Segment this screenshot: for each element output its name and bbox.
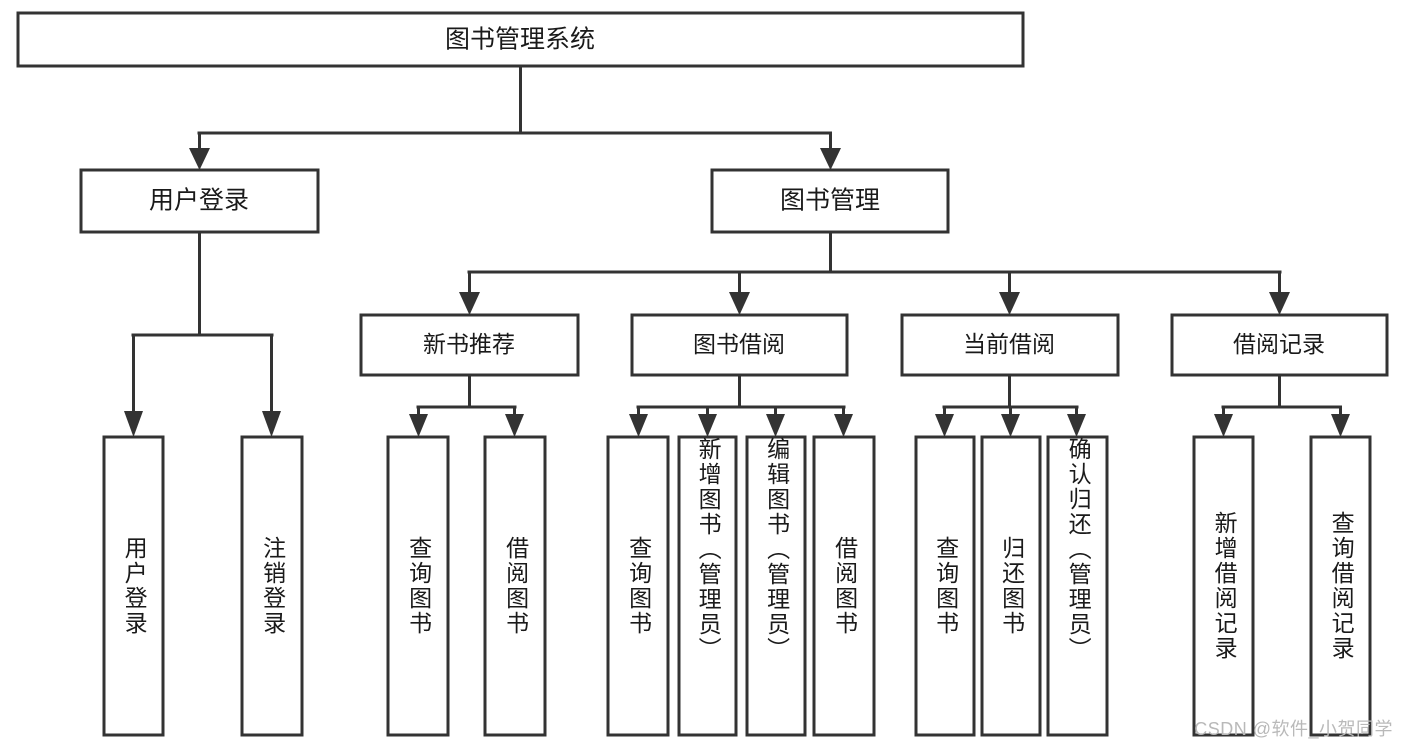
node-borrow-record-box[interactable]: [1170, 313, 1389, 377]
node-book-borrow-box[interactable]: [630, 313, 849, 377]
arrow-head-leaf-5: [629, 414, 648, 437]
arrow-head-leaf-3: [409, 414, 428, 437]
arrow-head-borrow-record: [1269, 292, 1290, 315]
node-book-borrow-label: 图书借阅: [693, 331, 785, 357]
arrow-head-leaf-9: [935, 414, 954, 437]
node-user-login-label: 用户登录: [149, 187, 249, 215]
arrow-head-leaf-12: [1214, 414, 1233, 437]
arrow-head-book-borrow: [729, 292, 750, 315]
node-leaf-11-box[interactable]: [1046, 435, 1109, 737]
leaf-boxes: [102, 435, 1372, 737]
connector-group-borrow-record: [1214, 373, 1350, 437]
node-current-borrow[interactable]: 当前借阅: [900, 313, 1120, 377]
connector-group-current-borrow: [935, 373, 1086, 437]
node-leaf-2-box[interactable]: [240, 435, 304, 737]
arrow-head-leaf-13: [1331, 414, 1350, 437]
arrow-head-leaf-11: [1067, 414, 1086, 437]
node-borrow-record-label: 借阅记录: [1233, 331, 1325, 357]
node-borrow-record[interactable]: 借阅记录: [1170, 313, 1389, 377]
node-leaf-8-box[interactable]: [812, 435, 876, 737]
node-leaf-1-box[interactable]: [102, 435, 165, 737]
node-new-book-rec-box[interactable]: [359, 313, 580, 377]
node-book-borrow[interactable]: 图书借阅: [630, 313, 849, 377]
node-book-manage[interactable]: 图书管理: [710, 168, 950, 234]
arrow-head-leaf-4: [505, 414, 524, 437]
node-leaf-3-box[interactable]: [386, 435, 450, 737]
node-leaf-6-box[interactable]: [677, 435, 738, 737]
connector-group-root: [189, 64, 841, 170]
arrow-head-user-login: [189, 148, 210, 170]
node-leaf-10-box[interactable]: [980, 435, 1042, 737]
connector-group-book-borrow: [629, 373, 853, 437]
node-user-login[interactable]: 用户登录: [79, 168, 320, 234]
connector-group-new-book-rec: [409, 373, 524, 437]
node-leaf-4-box[interactable]: [483, 435, 547, 737]
node-leaf-9-box[interactable]: [914, 435, 976, 737]
node-leaf-13-box[interactable]: [1309, 435, 1372, 737]
watermark: CSDN @软件_小贺同学: [1194, 719, 1393, 739]
arrow-head-leaf-6: [698, 414, 717, 437]
node-new-book-rec[interactable]: 新书推荐: [359, 313, 580, 377]
node-current-borrow-label: 当前借阅: [963, 331, 1055, 357]
arrow-head-leaf-7: [766, 414, 785, 437]
node-user-login-box[interactable]: [79, 168, 320, 234]
arrow-head-leaf-10: [1001, 414, 1020, 437]
node-root[interactable]: 图书管理系统: [16, 11, 1025, 68]
arrow-head-book-manage: [820, 148, 841, 170]
arrow-head-leaf-8: [834, 414, 853, 437]
node-leaf-7-box[interactable]: [745, 435, 807, 737]
node-new-book-rec-label: 新书推荐: [423, 331, 515, 357]
node-leaf-12-box[interactable]: [1192, 435, 1255, 737]
node-leaf-5-box[interactable]: [606, 435, 670, 737]
node-root-box[interactable]: [16, 11, 1025, 68]
node-current-borrow-box[interactable]: [900, 313, 1120, 377]
node-root-label: 图书管理系统: [445, 26, 595, 54]
arrow-head-leaf-2: [262, 411, 281, 437]
node-book-manage-box[interactable]: [710, 168, 950, 234]
arrow-head-new-book-rec: [459, 292, 480, 315]
arrow-head-leaf-1: [124, 411, 143, 437]
node-book-manage-label: 图书管理: [780, 187, 880, 215]
arrow-head-current-borrow: [999, 292, 1020, 315]
connector-group-book-manage: [459, 230, 1290, 315]
connector-group-user-login: [124, 230, 281, 437]
